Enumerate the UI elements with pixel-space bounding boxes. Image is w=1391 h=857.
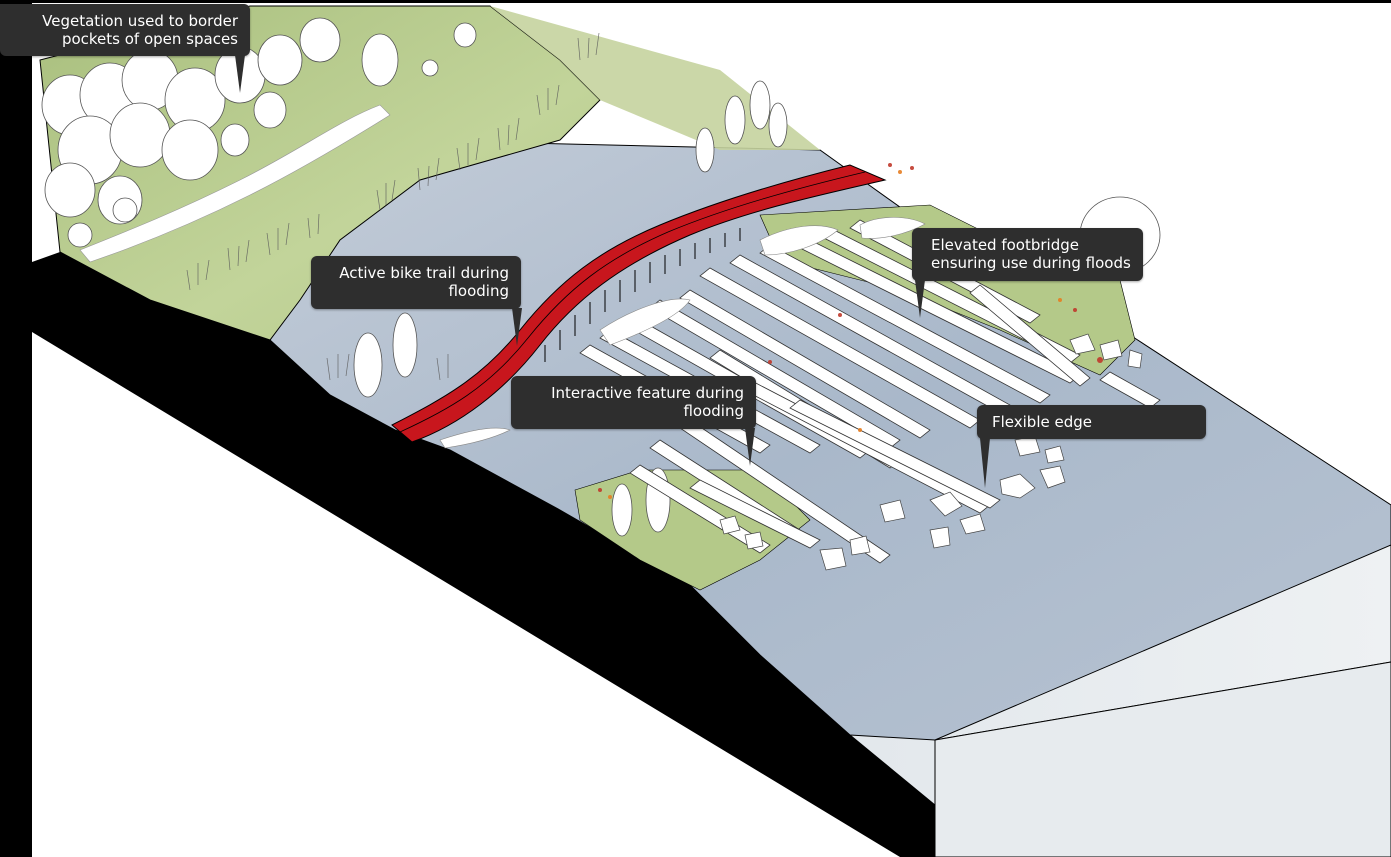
callout-bike-trail: Active bike trail during flooding [311,256,521,309]
soil-section [32,252,935,857]
callout-interactive-line1: Interactive feature during [551,384,744,402]
callout-vegetation: Vegetation used to border pockets of ope… [0,4,250,56]
callout-vegetation-line1: Vegetation used to border [42,12,238,30]
top-frame-line [0,0,1391,3]
callout-interactive-pointer [745,428,755,466]
callout-interactive-line2: flooding [683,402,744,420]
callout-bike-trail-pointer [512,308,522,346]
callout-footbridge-pointer [915,280,925,318]
callout-bike-trail-line2: flooding [448,282,509,300]
left-frame-bar [0,0,32,857]
wildflowers [598,163,1103,499]
reed-grasses [186,32,600,381]
callout-footbridge-line2: ensuring use during floods [931,254,1131,272]
bike-trail-bridge [391,164,887,443]
callout-interactive: Interactive feature during flooding [511,376,756,429]
open-space-pockets [439,217,926,449]
edge-rocks [719,333,1143,571]
water-section-front [934,661,1391,857]
tree-cluster-left [41,17,477,248]
callout-bike-trail-line1: Active bike trail during [339,264,509,282]
callout-flexible-edge-line1: Flexible edge [992,413,1092,431]
callout-flexible-edge-pointer [980,438,990,488]
callout-footbridge: Elevated footbridge ensuring use during … [912,228,1143,281]
callout-vegetation-pointer [235,55,245,93]
callout-footbridge-line1: Elevated footbridge [931,236,1079,254]
walking-path [79,104,391,263]
callout-vegetation-line2: pockets of open spaces [61,30,238,48]
callout-flexible-edge: Flexible edge [977,405,1206,439]
